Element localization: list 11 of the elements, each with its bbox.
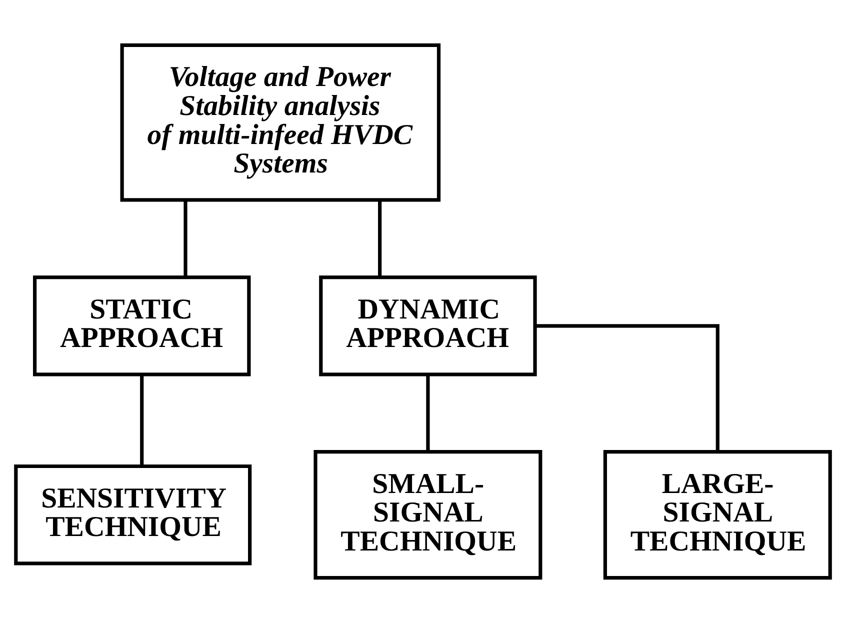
connector: [426, 374, 430, 452]
node-box: SMALL- SIGNAL TECHNIQUE: [314, 450, 542, 580]
node-box: STATIC APPROACH: [33, 276, 251, 376]
node-box: DYNAMIC APPROACH: [319, 276, 537, 376]
connector: [378, 200, 382, 277]
connector: [184, 200, 188, 277]
node-box: SENSITIVITY TECHNIQUE: [14, 464, 252, 566]
connector: [140, 374, 144, 466]
node-box: Voltage and Power Stability analysis of multi-infeed HVDC Systems: [120, 43, 441, 202]
connector: [536, 324, 720, 452]
node-box: LARGE- SIGNAL TECHNIQUE: [603, 450, 832, 580]
